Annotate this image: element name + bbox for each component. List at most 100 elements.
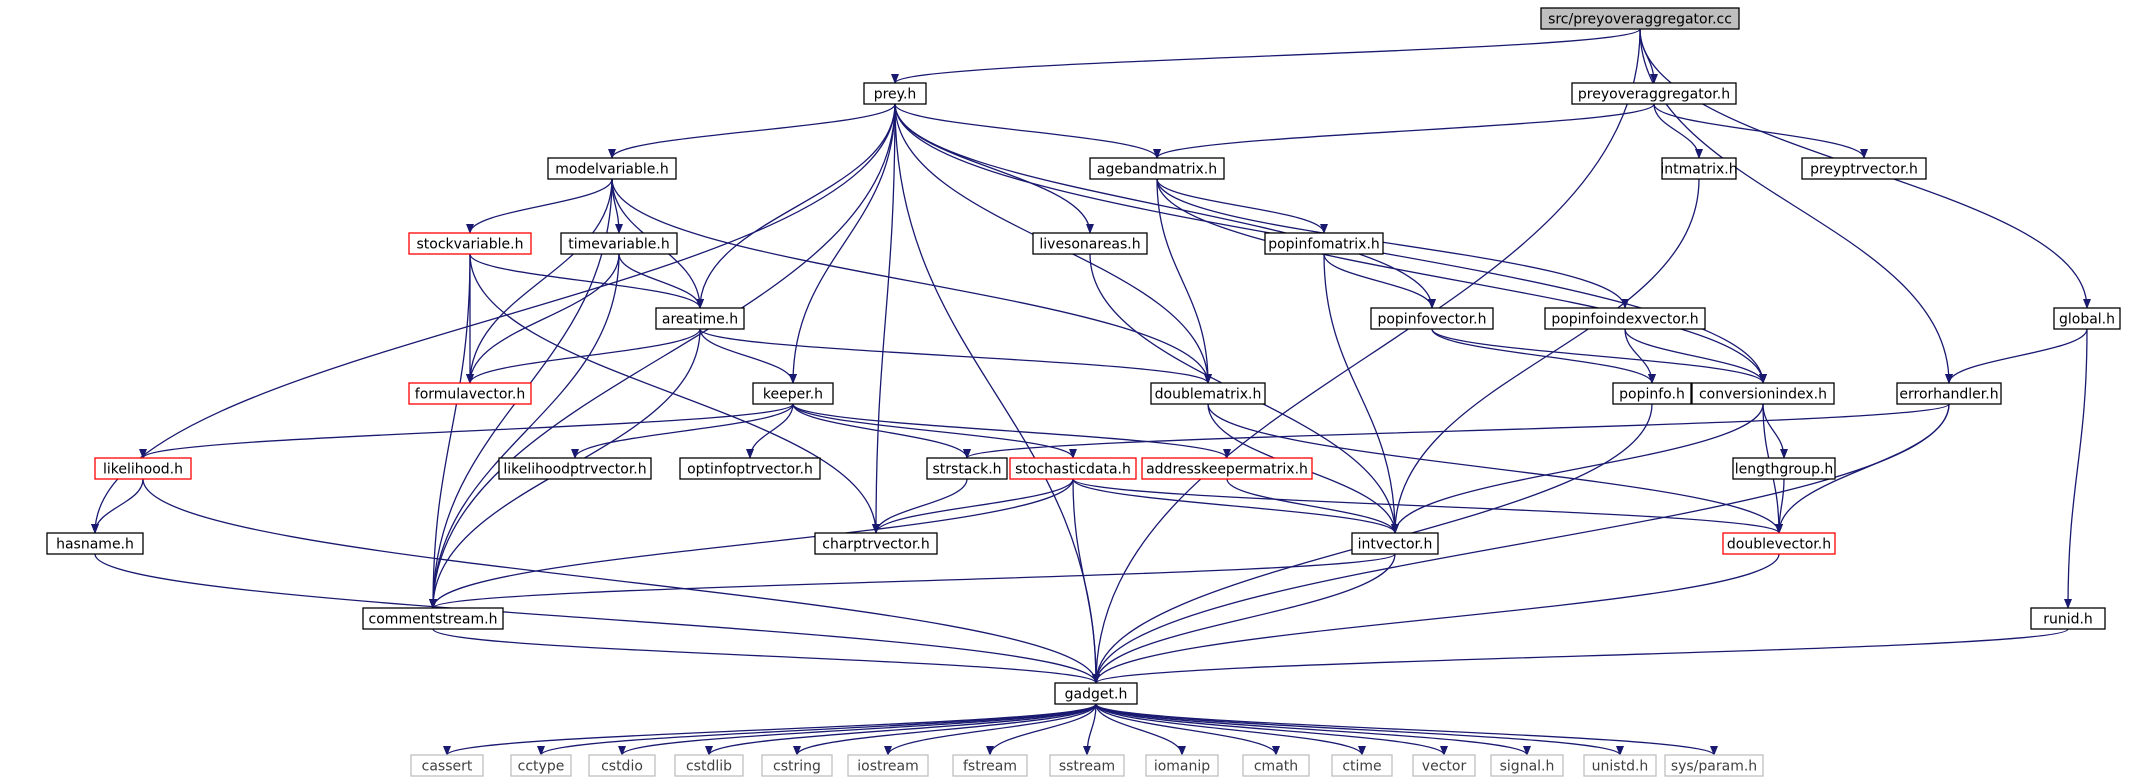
edge-line [1095, 703, 1718, 756]
node-box [1490, 754, 1564, 777]
node-box [1032, 232, 1148, 255]
edge-line [1653, 103, 1868, 159]
node-likelihoodptrvector[interactable]: likelihoodptrvector.h [498, 457, 652, 480]
node-preyoveraggregator_h[interactable]: preyoveraggregator.h [1571, 82, 1737, 105]
node-areatime[interactable]: areatime.h [655, 307, 745, 330]
node-label: stockvariable.h [417, 237, 524, 253]
node-label: iostream [857, 759, 919, 775]
edge-prey-to-modelvariable [608, 103, 896, 159]
node-sstream: sstream [1049, 754, 1125, 777]
edge-line [963, 403, 1950, 459]
node-lengthgroup[interactable]: lengthgroup.h [1732, 457, 1836, 480]
node-label: popinfo.h [1619, 387, 1685, 403]
node-gadget[interactable]: gadget.h [1054, 682, 1138, 705]
node-runid[interactable]: runid.h [2030, 607, 2106, 630]
node-cassert: cassert [410, 754, 484, 777]
node-label: lengthgroup.h [1735, 462, 1834, 478]
node-cmath: cmath [1242, 754, 1310, 777]
node-box [560, 232, 678, 255]
edge-line [429, 478, 1074, 609]
node-label: commentstream.h [369, 612, 498, 628]
node-box [761, 754, 833, 777]
node-popinfo[interactable]: popinfo.h [1612, 382, 1692, 405]
edge-line [1391, 178, 1700, 534]
edge-line [429, 253, 620, 609]
edge-line [1653, 103, 1703, 159]
edge-prey-to-gadget [894, 103, 1100, 684]
edge-line [1156, 178, 1212, 384]
node-popinfoindexvector[interactable]: popinfoindexvector.h [1544, 307, 1706, 330]
edge-gadget-to-cstdio [618, 703, 1097, 756]
node-cstdio: cstdio [588, 754, 656, 777]
node-modelvariable[interactable]: modelvariable.h [547, 157, 677, 180]
edge-line [1431, 328, 1767, 384]
edge-prey-to-popinfovector [894, 103, 1436, 309]
node-charptrvector[interactable]: charptrvector.h [814, 532, 938, 555]
edge-root-to-errorhandler [1639, 28, 1953, 384]
edge-line [611, 178, 1212, 384]
node-popinfovector[interactable]: popinfovector.h [1370, 307, 1494, 330]
node-errorhandler[interactable]: errorhandler.h [1896, 382, 2002, 405]
node-label: iomanip [1154, 759, 1210, 775]
node-box [408, 232, 532, 255]
edge-keeper-to-addresskeepermatrix [792, 403, 1231, 459]
node-formulavector[interactable]: formulavector.h [408, 382, 532, 405]
edge-line [537, 703, 1097, 756]
node-label: prey.h [874, 87, 917, 103]
edge-line [1945, 328, 2088, 384]
edge-line [1156, 178, 1629, 309]
node-box [1732, 457, 1836, 480]
node-label: gadget.h [1065, 687, 1128, 703]
node-optinfoptrvector[interactable]: optinfoptrvector.h [679, 457, 821, 480]
edge-line [1156, 178, 1767, 384]
node-addresskeepermatrix[interactable]: addresskeepermatrix.h [1141, 457, 1313, 480]
node-conversionindex[interactable]: conversionindex.h [1691, 382, 1835, 405]
edge-line [1092, 28, 1641, 684]
node-keeper[interactable]: keeper.h [752, 382, 834, 405]
node-preyptrvector[interactable]: preyptrvector.h [1801, 157, 1927, 180]
node-box [1412, 754, 1476, 777]
node-label: runid.h [2043, 612, 2093, 628]
node-intvector[interactable]: intvector.h [1351, 532, 1439, 555]
edge-line [1095, 703, 1448, 756]
edge-line [1092, 403, 1950, 684]
edge-likelihood-to-hasname [91, 478, 144, 534]
edge-line [1639, 28, 1953, 384]
edge-gadget-to-ctime [1095, 703, 1366, 756]
node-label: formulavector.h [415, 387, 525, 403]
edge-areatime-to-formulavector [466, 328, 701, 384]
node-doublematrix[interactable]: doublematrix.h [1150, 382, 1266, 405]
node-likelihood[interactable]: likelihood.h [94, 457, 192, 480]
node-box [1242, 754, 1310, 777]
node-hasname[interactable]: hasname.h [46, 532, 144, 555]
edge-keeper-to-optinfoptrvector [746, 403, 794, 459]
edge-modelvariable-to-stockvariable [466, 178, 613, 234]
edge-runid-to-gadget [1092, 628, 2069, 684]
node-label: hasname.h [56, 537, 134, 553]
node-timevariable[interactable]: timevariable.h [560, 232, 678, 255]
edge-doublematrix-to-doublevector [1207, 403, 1783, 534]
edge-root-to-prey [891, 28, 1641, 84]
node-stockvariable[interactable]: stockvariable.h [408, 232, 532, 255]
node-box [752, 382, 834, 405]
node-commentstream[interactable]: commentstream.h [362, 607, 504, 630]
node-prey[interactable]: prey.h [863, 82, 927, 105]
node-intmatrix[interactable]: intmatrix.h [1660, 157, 1738, 180]
node-agebandmatrix[interactable]: agebandmatrix.h [1089, 157, 1225, 180]
node-global[interactable]: global.h [2053, 307, 2121, 330]
node-box [1896, 382, 2002, 405]
edge-line [91, 478, 144, 534]
edge-line [1153, 103, 1655, 159]
edge-line [789, 103, 896, 384]
node-livesonareas[interactable]: livesonareas.h [1032, 232, 1148, 255]
node-stochasticdata[interactable]: stochasticdata.h [1009, 457, 1137, 480]
node-box [1540, 7, 1740, 30]
node-doublevector[interactable]: doublevector.h [1722, 532, 1836, 555]
node-popinfomatrix[interactable]: popinfomatrix.h [1264, 232, 1384, 255]
edge-line [1095, 703, 1186, 756]
edge-line [1095, 703, 1280, 756]
node-fstream: fstream [952, 754, 1028, 777]
edge-keeper-to-likelihoodptrvector [571, 403, 794, 459]
edge-line [618, 253, 704, 309]
node-strstack[interactable]: strstack.h [926, 457, 1008, 480]
